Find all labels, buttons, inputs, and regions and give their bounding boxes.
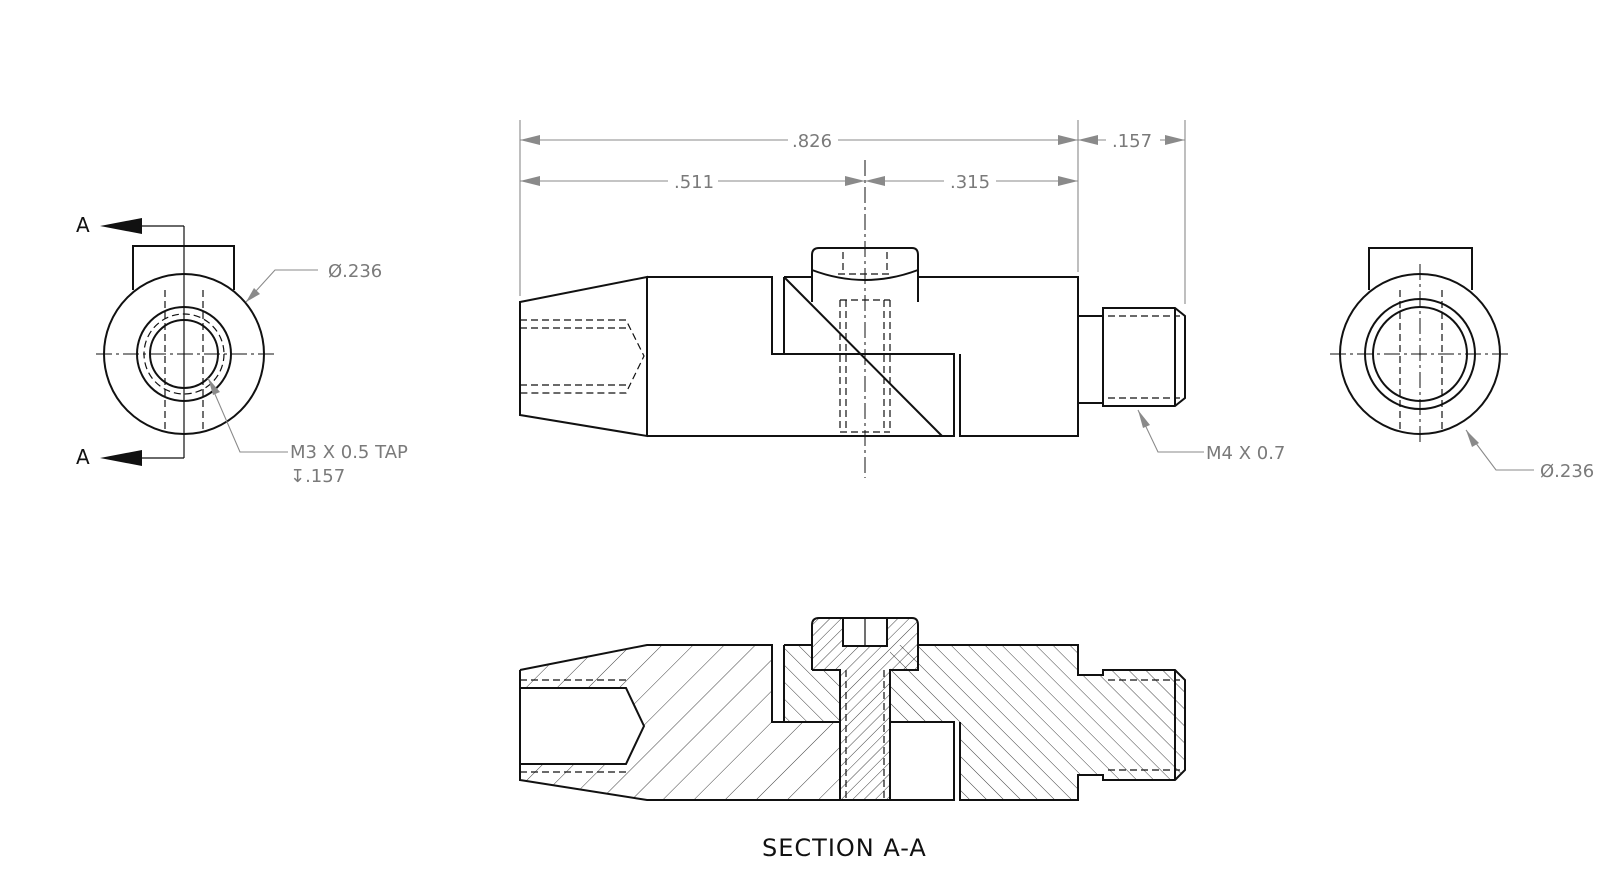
left-end-view: A A Ø.236 M3 X 0.5 TAP ↧.157	[76, 213, 408, 487]
section-marker-bottom: A	[76, 445, 90, 469]
left-diameter-leader	[245, 269, 318, 303]
front-body-right	[918, 276, 1079, 437]
right-view-clamp-tab	[1368, 247, 1473, 290]
dim-thread-length: .157	[1112, 131, 1152, 152]
section-right-outline	[918, 644, 1186, 801]
front-body-left	[647, 276, 955, 437]
front-cut-diagonal	[783, 276, 943, 437]
front-dimensions: .826 .157 .511 .315	[519, 120, 1186, 304]
front-view: M4 X 0.7	[519, 160, 1285, 478]
dim-screw-to-shoulder: .315	[950, 172, 990, 193]
tap-callout-line2: ↧.157	[290, 466, 345, 487]
section-tapped-hole	[520, 687, 646, 765]
section-screw	[811, 617, 919, 800]
dim-overall-length: .826	[792, 131, 832, 152]
section-marker-top: A	[76, 213, 90, 237]
tap-leader	[207, 377, 288, 453]
section-title: SECTION A-A	[762, 834, 927, 862]
left-diameter-label: Ø.236	[328, 261, 382, 282]
tap-callout-line1: M3 X 0.5 TAP	[290, 442, 408, 463]
section-view: SECTION A-A	[519, 617, 1186, 862]
thread-callout: M4 X 0.7	[1206, 443, 1285, 464]
dim-left-to-screw: .511	[674, 172, 714, 193]
thread-leader	[1137, 409, 1204, 453]
cutting-plane-arrow-top	[100, 218, 142, 234]
cutting-plane-arrow-bottom	[100, 450, 142, 466]
right-diameter-leader	[1465, 429, 1534, 471]
threaded-stud	[1102, 307, 1186, 407]
front-tap-hidden	[520, 319, 645, 394]
section-left-outline	[519, 644, 840, 723]
right-diameter-label: Ø.236	[1540, 461, 1594, 482]
front-nose	[519, 275, 648, 438]
stud-neck	[1078, 315, 1104, 404]
right-end-view: Ø.236	[1330, 247, 1594, 482]
